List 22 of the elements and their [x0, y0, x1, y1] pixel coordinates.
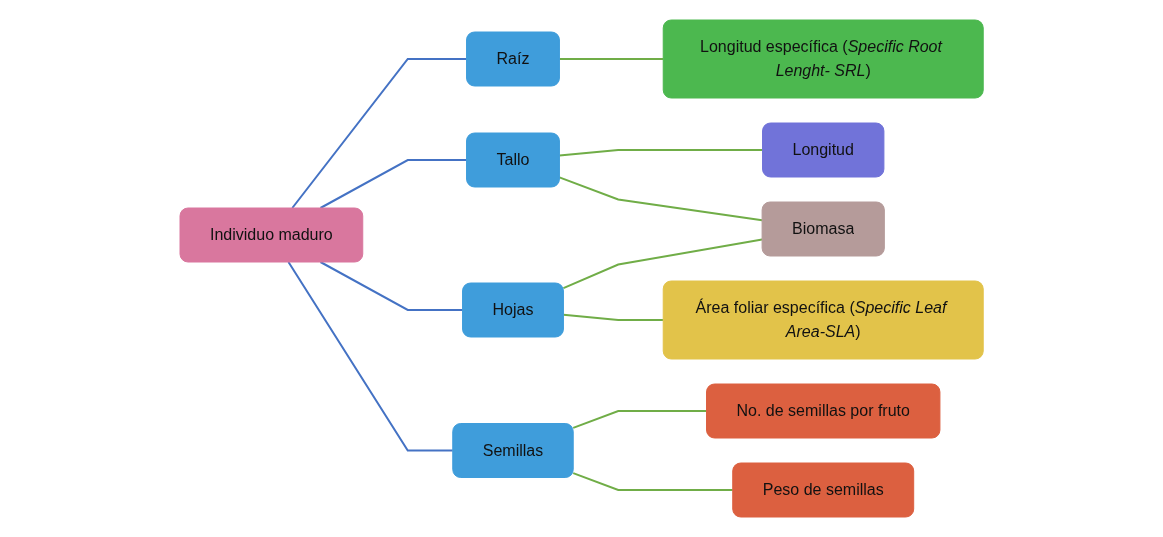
node-box: Longitud específica (Specific Root Lenght- SRL) [662, 19, 984, 99]
node-box: Área foliar específica (Specific Leaf Area-SLA) [662, 280, 984, 360]
connector [319, 261, 464, 311]
connector [558, 176, 763, 222]
node-box: No. de semillas por fruto [705, 383, 941, 439]
connector [287, 261, 454, 452]
node-box: Semillas [452, 423, 574, 478]
node-box: Peso de semillas [732, 462, 915, 518]
node-box: Longitud [761, 122, 885, 178]
connector [562, 238, 763, 290]
node-box: Raíz [465, 31, 560, 87]
connector [291, 58, 468, 209]
connector [319, 159, 468, 209]
node-box: Hojas [461, 282, 564, 338]
node-box: Biomasa [761, 201, 885, 257]
connector [558, 58, 665, 60]
connector [562, 313, 665, 321]
connector [558, 149, 764, 157]
node-box: Individuo maduro [179, 207, 364, 263]
node-box: Tallo [465, 132, 560, 188]
connector [572, 410, 708, 429]
connector [572, 472, 734, 491]
